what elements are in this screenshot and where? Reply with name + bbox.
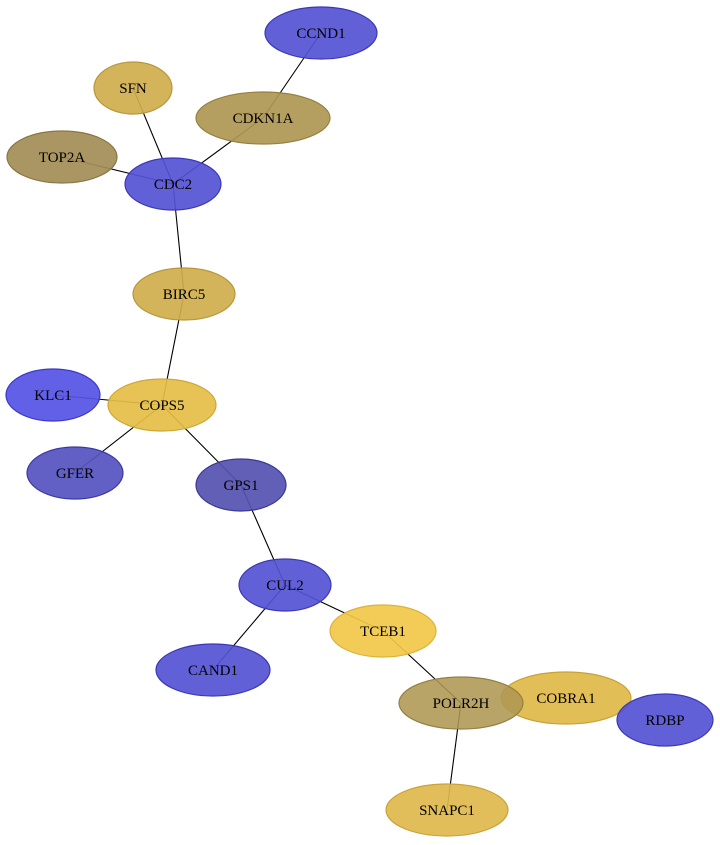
node-sfn: SFN xyxy=(93,61,173,115)
node-klc1: KLC1 xyxy=(5,368,101,422)
node-label-rdbp: RDBP xyxy=(645,713,684,729)
node-shape-ccnd1 xyxy=(264,6,378,60)
node-shape-cops5 xyxy=(107,378,217,432)
node-label-gfer: GFER xyxy=(56,466,94,482)
node-shape-cdkn1a xyxy=(195,91,331,145)
node-label-snapc1: SNAPC1 xyxy=(419,803,475,819)
node-label-klc1: KLC1 xyxy=(34,388,72,404)
node-shape-gfer xyxy=(26,446,124,500)
node-shape-polr2h xyxy=(398,676,524,730)
node-cul2: CUL2 xyxy=(238,558,332,612)
node-shape-cul2 xyxy=(238,558,332,612)
node-shape-snapc1 xyxy=(385,783,509,837)
node-shape-klc1 xyxy=(5,368,101,422)
node-label-cdkn1a: CDKN1A xyxy=(233,111,294,127)
node-label-tceb1: TCEB1 xyxy=(360,624,406,640)
node-snapc1: SNAPC1 xyxy=(385,783,509,837)
node-label-cobra1: COBRA1 xyxy=(536,691,595,707)
node-rdbp: RDBP xyxy=(616,693,714,747)
node-shape-top2a xyxy=(6,130,118,184)
node-label-top2a: TOP2A xyxy=(39,150,86,166)
node-gps1: GPS1 xyxy=(195,458,287,512)
node-label-sfn: SFN xyxy=(119,81,147,97)
node-gfer: GFER xyxy=(26,446,124,500)
node-label-cops5: COPS5 xyxy=(139,398,184,414)
node-cops5: COPS5 xyxy=(107,378,217,432)
node-label-cul2: CUL2 xyxy=(266,578,304,594)
node-shape-cdc2 xyxy=(124,157,222,211)
node-polr2h: POLR2H xyxy=(398,676,524,730)
node-shape-rdbp xyxy=(616,693,714,747)
node-label-birc5: BIRC5 xyxy=(163,287,206,303)
node-cdkn1a: CDKN1A xyxy=(195,91,331,145)
node-label-cdc2: CDC2 xyxy=(154,177,192,193)
node-top2a: TOP2A xyxy=(6,130,118,184)
node-cand1: CAND1 xyxy=(155,643,271,697)
node-birc5: BIRC5 xyxy=(132,267,236,321)
node-tceb1: TCEB1 xyxy=(329,604,437,658)
node-label-gps1: GPS1 xyxy=(223,478,258,494)
node-ccnd1: CCND1 xyxy=(264,6,378,60)
node-cdc2: CDC2 xyxy=(124,157,222,211)
node-shape-cand1 xyxy=(155,643,271,697)
node-shape-gps1 xyxy=(195,458,287,512)
node-shape-birc5 xyxy=(132,267,236,321)
node-label-ccnd1: CCND1 xyxy=(296,26,345,42)
node-cobra1: COBRA1 xyxy=(500,671,632,725)
node-shape-tceb1 xyxy=(329,604,437,658)
node-label-cand1: CAND1 xyxy=(188,663,238,679)
node-shape-sfn xyxy=(93,61,173,115)
node-label-polr2h: POLR2H xyxy=(433,696,490,712)
